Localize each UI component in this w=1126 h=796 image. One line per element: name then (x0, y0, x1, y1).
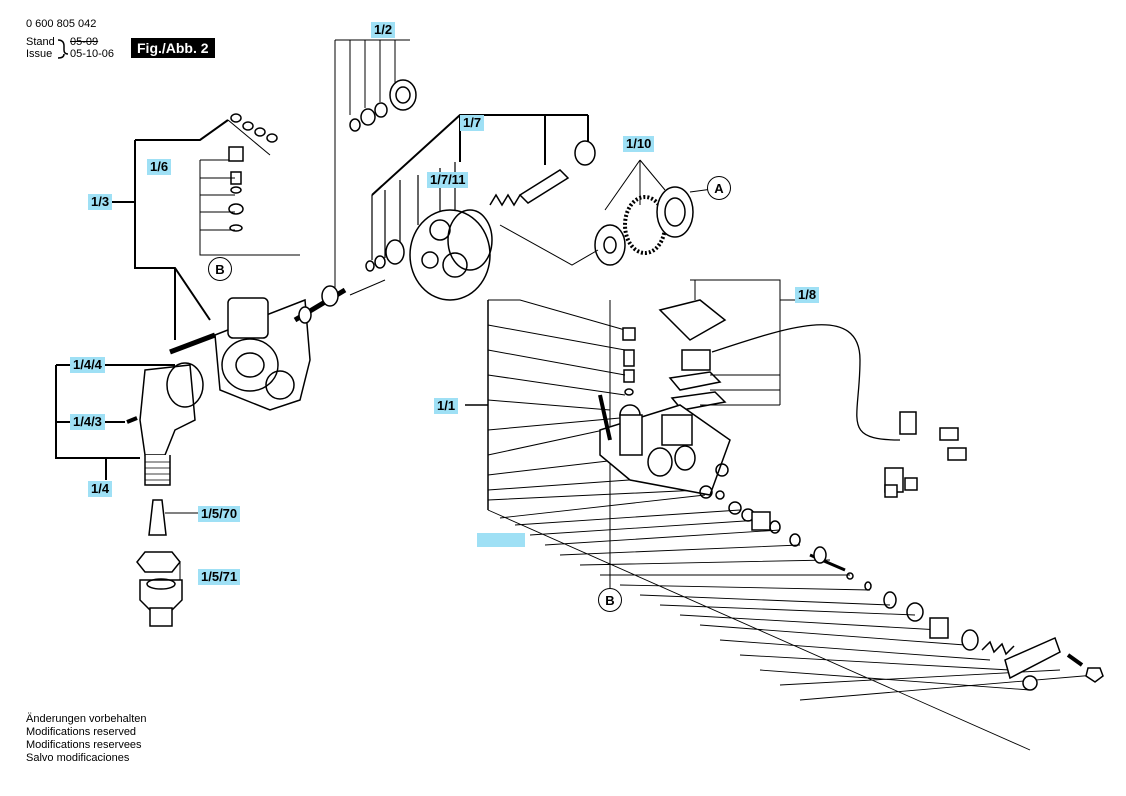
new-date: 05-10-06 (70, 48, 115, 60)
label-1-6: 1/6 (147, 159, 172, 175)
label-1-7: 1/7 (460, 115, 485, 131)
old-date: 05-09 (70, 36, 99, 48)
drawing-number: 0 600 805 042 (26, 18, 97, 30)
footer-line-de: Änderungen vorbehalten (26, 713, 147, 725)
marker-a: A (707, 176, 731, 200)
footer-line-fr: Modifications reservees (26, 739, 142, 751)
footer-notes: Änderungen vorbehalten Modifications res… (26, 713, 146, 765)
empty-label-box (477, 533, 525, 547)
label-1-10: 1/10 (623, 136, 655, 152)
marker-b-bottom: B (598, 588, 622, 612)
label-1-4-4: 1/4/4 (70, 357, 105, 373)
label-1-4: 1/4 (88, 481, 113, 497)
label-1-8: 1/8 (795, 287, 820, 303)
marker-b-top: B (208, 257, 232, 281)
label-1-1: 1/1 (434, 398, 459, 414)
label-1-7-11: 1/7/11 (427, 172, 469, 188)
footer-line-es: Salvo modificaciones (26, 752, 130, 764)
stand-brace (57, 39, 69, 55)
label-1-2: 1/2 (371, 22, 396, 38)
label-1-5-70: 1/5/70 (198, 506, 241, 522)
label-1-5-71: 1/5/71 (198, 569, 241, 585)
label-1-3: 1/3 (88, 194, 113, 210)
figure-title: Fig./Abb. 2 (131, 38, 215, 58)
label-1-4-3: 1/4/3 (70, 414, 105, 430)
stand-label: Stand (26, 36, 55, 48)
issue-label: Issue (26, 48, 53, 60)
footer-line-en: Modifications reserved (26, 726, 137, 738)
